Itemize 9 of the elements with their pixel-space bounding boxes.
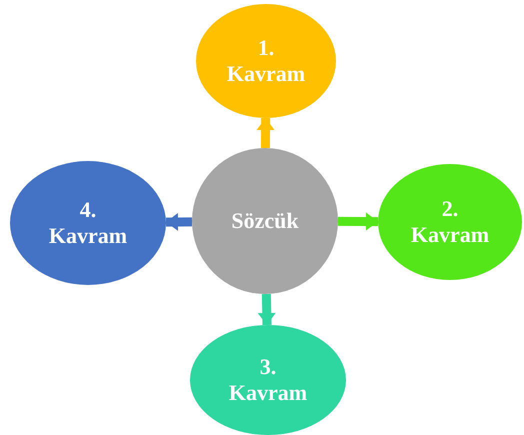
node-label: 4. Kavram bbox=[48, 197, 128, 249]
block-arrow bbox=[258, 294, 276, 326]
node-label: Sözcük bbox=[230, 208, 300, 234]
node-label: 3. Kavram bbox=[228, 354, 308, 406]
node-label: 1. Kavram bbox=[226, 35, 306, 87]
node-label: 2. Kavram bbox=[410, 196, 490, 248]
block-arrow bbox=[256, 118, 275, 148]
block-arrow bbox=[166, 212, 192, 231]
block-arrow bbox=[338, 212, 378, 231]
